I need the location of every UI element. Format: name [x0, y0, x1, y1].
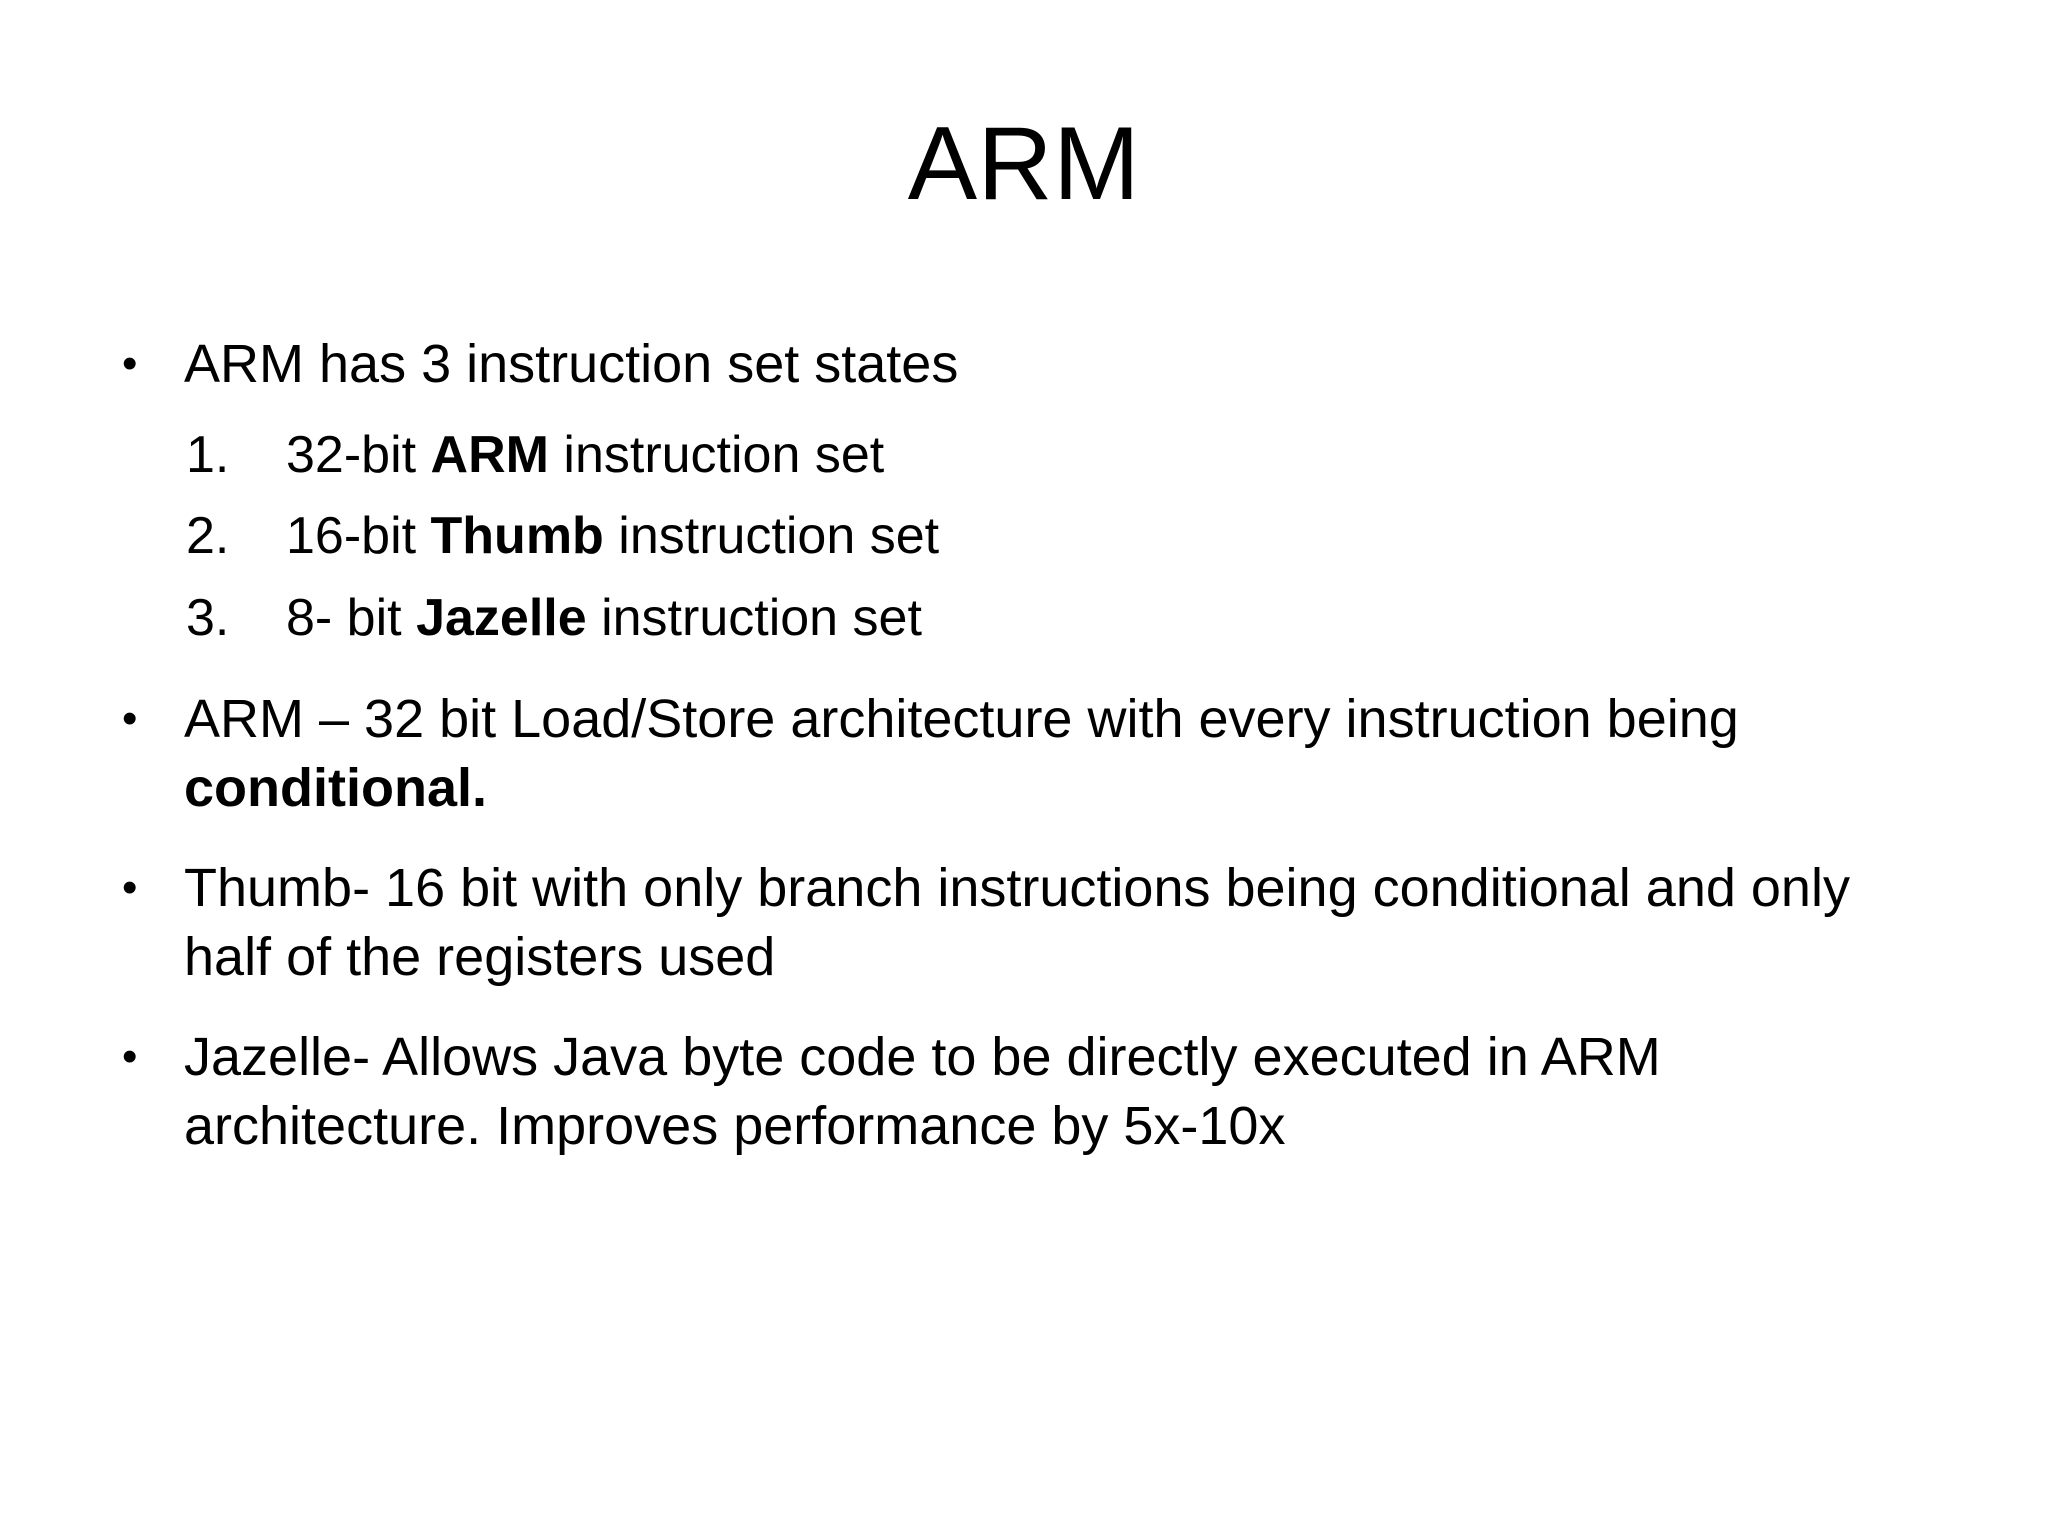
bullet-text: ARM – 32 bit Load/Store architecture wit…	[184, 685, 1922, 822]
bullet-item-thumb: • Thumb- 16 bit with only branch instruc…	[108, 854, 1948, 991]
bullet-glyph-icon: •	[122, 339, 138, 388]
text-emphasis: Thumb	[430, 507, 604, 566]
list-number: 1.	[186, 425, 230, 484]
list-number: 2.	[186, 507, 230, 566]
bullet-text: ARM has 3 instruction set states	[184, 334, 959, 394]
spacer	[108, 667, 1948, 685]
numbered-text: 32-bit ARM instruction set	[286, 423, 1948, 489]
numbered-text: 8- bit Jazelle instruction set	[286, 586, 1948, 652]
text-emphasis: ARM	[430, 425, 549, 484]
bullet-item-arm-states: • ARM has 3 instruction set states	[108, 330, 1948, 399]
text-pre: 32-bit	[286, 425, 431, 484]
spacer	[108, 828, 1948, 854]
text-pre: 16-bit	[286, 507, 431, 566]
text-emphasis: conditional.	[184, 757, 487, 818]
bullet-item-jazelle: • Jazelle- Allows Java byte code to be d…	[108, 1023, 1948, 1160]
text-pre: ARM – 32 bit Load/Store architecture wit…	[184, 689, 1739, 750]
numbered-item-32bit-arm: 1. 32-bit ARM instruction set	[186, 423, 1948, 489]
numbered-text: 16-bit Thumb instruction set	[286, 504, 1948, 570]
numbered-item-8bit-jazelle: 3. 8- bit Jazelle instruction set	[186, 586, 1948, 652]
text-pre: 8- bit	[286, 588, 417, 647]
bullet-item-arm-loadstore: • ARM – 32 bit Load/Store architecture w…	[108, 685, 1948, 822]
slide-title: ARM	[907, 106, 1141, 222]
list-number: 3.	[186, 588, 230, 647]
text-post: instruction set	[603, 507, 940, 566]
slide-body: • ARM has 3 instruction set states 1. 32…	[108, 330, 1948, 1167]
spacer	[108, 997, 1948, 1023]
text-post: instruction set	[548, 425, 885, 484]
text-emphasis: Jazelle	[416, 588, 587, 647]
bullet-glyph-icon: •	[122, 694, 138, 744]
bullet-text: Thumb- 16 bit with only branch instructi…	[184, 858, 1850, 987]
numbered-item-16bit-thumb: 2. 16-bit Thumb instruction set	[186, 504, 1948, 570]
text-post: instruction set	[586, 588, 922, 647]
spacer	[108, 405, 1948, 423]
bullet-glyph-icon: •	[122, 1032, 138, 1082]
bullet-glyph-icon: •	[122, 863, 138, 913]
bullet-text: Jazelle- Allows Java byte code to be dir…	[184, 1027, 1661, 1157]
